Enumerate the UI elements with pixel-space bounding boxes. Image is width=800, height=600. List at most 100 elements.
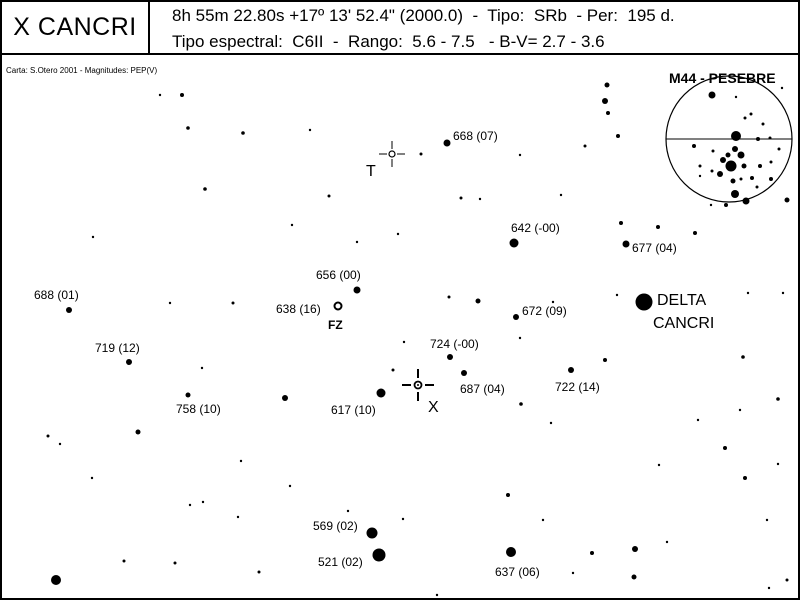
star-name-box: X CANCRI (0, 0, 150, 55)
field-star (518, 336, 522, 340)
m44-star (717, 171, 723, 177)
m44-star (739, 177, 743, 181)
field-star (571, 571, 575, 575)
field-star (288, 484, 292, 488)
comp-label: 677 (04) (632, 241, 677, 255)
star-name: X CANCRI (13, 13, 137, 41)
field-star (604, 82, 610, 88)
field-star (391, 368, 395, 372)
comp-label: 617 (10) (331, 403, 376, 417)
m44-star (755, 185, 759, 189)
field-star (231, 301, 235, 305)
comp-star-dot (568, 367, 574, 373)
field-star (741, 355, 745, 359)
field-star (168, 301, 172, 305)
comp-star-dot (443, 139, 451, 147)
field-star (776, 462, 780, 466)
t-label: T (366, 163, 376, 180)
field-star (765, 518, 769, 522)
m44-star (756, 137, 760, 141)
comp-star-dot-hollow (333, 301, 343, 311)
field-star (693, 231, 697, 235)
comp-label: 719 (12) (95, 341, 140, 355)
comp-star-dot (447, 354, 453, 360)
field-star (619, 221, 623, 225)
m44-star (720, 157, 726, 163)
field-star (603, 358, 607, 362)
field-star (734, 95, 738, 99)
m44-star (724, 203, 728, 207)
field-star (723, 446, 727, 450)
comp-label: 668 (07) (453, 129, 498, 143)
field-star (355, 240, 359, 244)
field-star (583, 144, 587, 148)
t-marker (379, 141, 405, 167)
comp-label: 687 (04) (460, 382, 505, 396)
m44-star (731, 131, 741, 141)
field-stars (46, 82, 790, 597)
field-star (615, 293, 619, 297)
m44-star (761, 122, 765, 126)
field-star (200, 366, 204, 370)
field-star (738, 408, 742, 412)
field-star (781, 291, 785, 295)
comp-star-dot (372, 548, 386, 562)
comp-star-dot (66, 307, 72, 313)
field-star (402, 340, 406, 344)
field-star (518, 153, 522, 157)
field-star (346, 509, 350, 513)
field-star (519, 402, 523, 406)
comp-star-dot (366, 527, 378, 539)
field-star (590, 551, 594, 555)
comp-star-dot (513, 314, 519, 320)
comp-label: 637 (06) (495, 565, 540, 579)
field-star (308, 128, 312, 132)
field-star (290, 223, 294, 227)
field-star (632, 546, 638, 552)
m44-star (742, 197, 750, 205)
comp-label: 758 (10) (176, 402, 221, 416)
field-star (447, 295, 451, 299)
comp-star-dot (509, 238, 519, 248)
star-info-box: 8h 55m 22.80s +17º 13' 52.4" (2000.0) - … (148, 0, 800, 55)
comp-star-dot (622, 240, 630, 248)
comp-label: 672 (09) (522, 304, 567, 318)
m44-star (769, 160, 773, 164)
m44-star (741, 163, 747, 169)
m44-star (730, 178, 736, 184)
field-star (58, 442, 62, 446)
coordinates-type-period: 8h 55m 22.80s +17º 13' 52.4" (2000.0) - … (172, 6, 675, 25)
m44-star (769, 177, 773, 181)
comp-label: 638 (16) (276, 302, 321, 316)
field-star (784, 197, 790, 203)
field-star (709, 203, 713, 207)
m44-stars (692, 91, 781, 207)
field-star (780, 86, 784, 90)
field-star (506, 493, 510, 497)
m44-star (708, 91, 716, 99)
delta-label-1: DELTA (657, 292, 707, 309)
m44-star (768, 136, 772, 140)
field-star (396, 232, 400, 236)
field-star (186, 126, 190, 130)
field-star (435, 593, 439, 597)
m44-star (725, 160, 737, 172)
field-star (173, 561, 177, 565)
chart-header: X CANCRI 8h 55m 22.80s +17º 13' 52.4" (2… (0, 0, 800, 58)
m44-cluster (665, 75, 793, 207)
field-star (767, 586, 771, 590)
m44-star (711, 149, 715, 153)
field-star (743, 476, 747, 480)
m44-star (731, 190, 739, 198)
m44-star (743, 116, 747, 120)
field-star (257, 570, 261, 574)
variable-label: X (428, 399, 439, 416)
comp-star-dot (376, 388, 386, 398)
field-star (201, 500, 205, 504)
field-star (478, 197, 482, 201)
m44-star (777, 147, 781, 151)
field-star (158, 93, 162, 97)
field-star (419, 152, 423, 156)
field-star (239, 459, 243, 463)
